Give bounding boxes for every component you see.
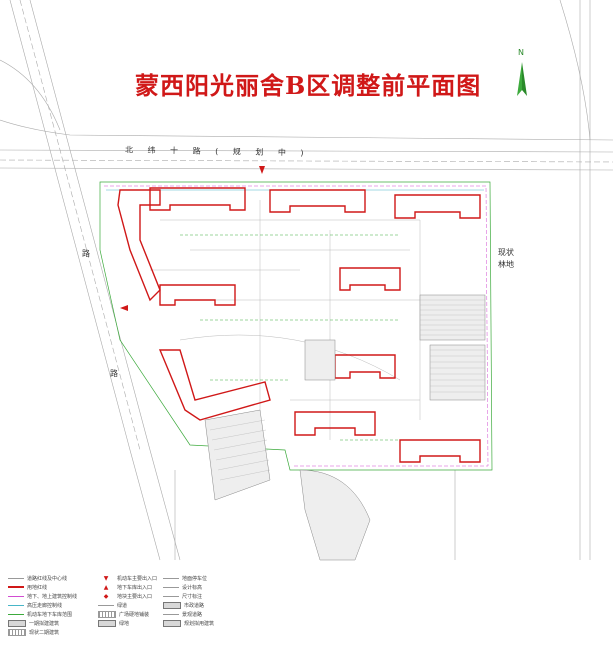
entrance-markers [120, 166, 265, 311]
road-name-west-2: 路 [110, 369, 118, 378]
buildings [117, 187, 481, 463]
building-south-1 [294, 411, 376, 436]
existing-forest-label: 现状 林地 [498, 247, 514, 271]
building-north-2 [269, 189, 366, 213]
building-north-1 [149, 187, 246, 211]
building-mid-west [159, 284, 236, 306]
legend-swatch [8, 628, 26, 636]
legend-swatch [163, 619, 181, 627]
road-lines [0, 0, 613, 561]
legend-swatch [8, 577, 24, 579]
legend: 道路红线及中心线 用地红线 地下、地上建筑控制线 高压走廊控制线 机动车地下车库… [8, 574, 608, 646]
legend-item: 一期拟建建筑 [8, 619, 59, 627]
entrance-north-arrow [259, 166, 265, 174]
building-southwest-L [158, 349, 271, 421]
internal-roads [150, 200, 421, 460]
legend-item: 景观道路 [163, 610, 202, 618]
legend-swatch [163, 577, 179, 579]
garage-entrance-icon: ▲ [103, 583, 109, 591]
legend-item: 用地红线 [8, 583, 47, 591]
building-west-long [117, 189, 161, 302]
legend-item: 高压走廊控制线 [8, 601, 62, 609]
legend-item: ▼机动车主要出入口 [98, 574, 157, 582]
legend-item: 现状二期建筑 [8, 628, 59, 636]
existing-forest-line-1: 现状 [498, 248, 514, 257]
legend-item: 规划拟用建筑 [163, 619, 214, 627]
legend-item: 绿道 [98, 601, 127, 609]
legend-item: 机动车地下车库范围 [8, 610, 72, 618]
entrance-west-arrow [120, 305, 128, 311]
legend-item: 尺寸标注 [163, 592, 202, 600]
legend-swatch [163, 595, 179, 597]
legend-swatch [8, 619, 26, 627]
north-compass [517, 62, 527, 96]
main-entrance-icon: ◆ [103, 592, 109, 600]
legend-item: 道路红线及中心线 [8, 574, 67, 582]
legend-item: 设计标高 [163, 583, 202, 591]
building-south-2 [399, 439, 481, 463]
legend-item: 绿地 [98, 619, 129, 627]
building-mid-east [339, 267, 401, 291]
compass-label: N [518, 48, 524, 57]
legend-swatch [8, 604, 24, 606]
legend-swatch [98, 610, 116, 618]
legend-item: 广场硬地铺装 [98, 610, 149, 618]
legend-swatch [8, 613, 24, 615]
legend-item: 市政道路 [163, 601, 204, 609]
building-center [334, 354, 396, 379]
legend-swatch [98, 604, 114, 606]
legend-swatch [163, 613, 179, 615]
page-title: 蒙西阳光丽舍B区调整前平面图 [135, 71, 482, 100]
legend-swatch [163, 601, 181, 609]
legend-swatch [8, 595, 24, 597]
legend-swatch [8, 586, 24, 588]
legend-swatch [163, 586, 179, 588]
legend-item: 地下、地上建筑控制线 [8, 592, 77, 600]
road-name-west: 路 [82, 249, 90, 258]
car-entrance-icon: ▼ [103, 574, 109, 582]
hatching [209, 299, 485, 481]
existing-forest-line-2: 林地 [498, 260, 514, 269]
legend-item: ◆地块主要出入口 [98, 592, 152, 600]
legend-swatch [98, 619, 116, 627]
legend-item: 地面停车位 [163, 574, 207, 582]
building-north-3 [394, 194, 481, 219]
legend-item: ▲地下车库出入口 [98, 583, 152, 591]
existing-buildings [204, 294, 486, 561]
